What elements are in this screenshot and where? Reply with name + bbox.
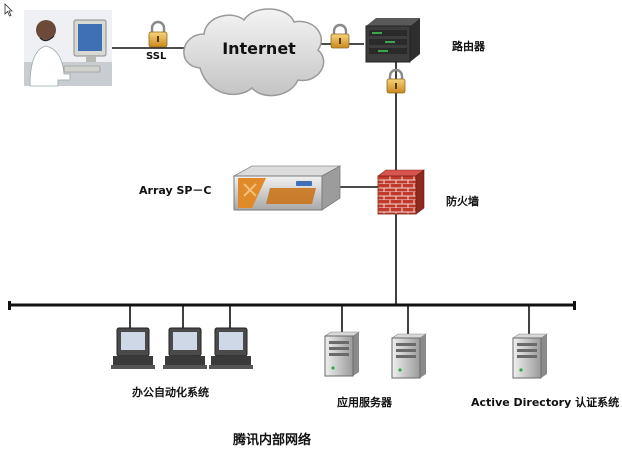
router-firewall-lock-icon bbox=[386, 68, 406, 94]
workstation-icon bbox=[163, 327, 207, 369]
ssl-label: SSL bbox=[146, 51, 167, 62]
router-label: 路由器 bbox=[452, 39, 486, 53]
internet-label: Internet bbox=[222, 39, 296, 58]
router-icon bbox=[365, 18, 420, 63]
office-system-label: 办公自动化系统 bbox=[132, 385, 209, 399]
ad-auth-label: Active Directory 认证系统 bbox=[471, 395, 619, 409]
ssl-lock-icon bbox=[148, 20, 168, 48]
server-tower-icon bbox=[324, 331, 360, 377]
cloud-router-lock-icon bbox=[330, 23, 350, 49]
firewall-icon bbox=[377, 169, 425, 215]
remote-user-icon bbox=[24, 10, 112, 87]
server-tower-icon bbox=[391, 333, 427, 379]
workstation-icon bbox=[111, 327, 155, 369]
lan-backbone bbox=[8, 301, 576, 310]
array-appliance-icon bbox=[232, 165, 342, 211]
array-label: Array SP－C bbox=[139, 184, 212, 197]
server-tower-icon bbox=[512, 333, 548, 379]
network-caption: 腾讯内部网络 bbox=[232, 432, 311, 448]
app-server-label: 应用服务器 bbox=[337, 395, 393, 409]
internet-cloud-icon bbox=[183, 8, 325, 97]
workstation-icon bbox=[209, 327, 253, 369]
firewall-label: 防火墙 bbox=[446, 194, 479, 208]
mouse-cursor-icon bbox=[4, 3, 13, 17]
